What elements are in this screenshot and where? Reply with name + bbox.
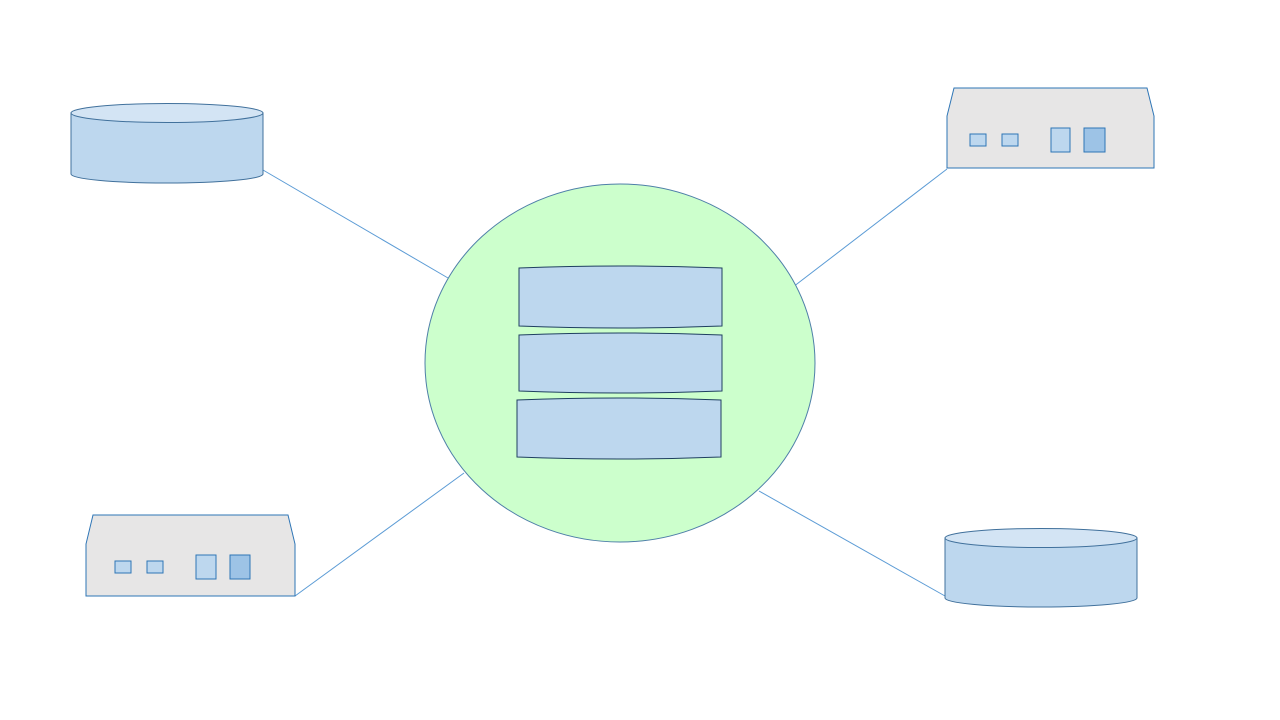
connectors <box>262 168 948 597</box>
port-icon <box>1083 127 1106 153</box>
port-icon <box>1050 127 1071 153</box>
stack-block-top <box>518 265 723 329</box>
network-device-icon <box>946 87 1155 169</box>
port-icon <box>146 560 164 574</box>
port-icon <box>1001 133 1019 147</box>
port-icon <box>195 554 217 580</box>
storage-cylinder-icon <box>70 103 264 184</box>
stack-block-bottom <box>516 397 722 460</box>
storage-cylinder-bottom-right[interactable] <box>944 528 1138 608</box>
storage-cylinder-icon <box>944 528 1138 608</box>
connector-storage-top-left <box>262 169 449 279</box>
connector-device-bottom-left <box>294 472 465 597</box>
network-device-top-right[interactable] <box>946 87 1155 169</box>
network-device-icon <box>85 514 296 597</box>
port-icon <box>229 554 251 580</box>
connector-device-top-right <box>792 168 948 288</box>
hub-node[interactable] <box>424 183 816 543</box>
port-icon <box>969 133 987 147</box>
connector-storage-bottom-right <box>758 490 946 597</box>
database-stack-icon <box>516 265 723 460</box>
port-icon <box>114 560 132 574</box>
stack-block-middle <box>518 332 723 394</box>
network-device-bottom-left[interactable] <box>85 514 296 597</box>
storage-cylinder-top-left[interactable] <box>70 103 264 184</box>
